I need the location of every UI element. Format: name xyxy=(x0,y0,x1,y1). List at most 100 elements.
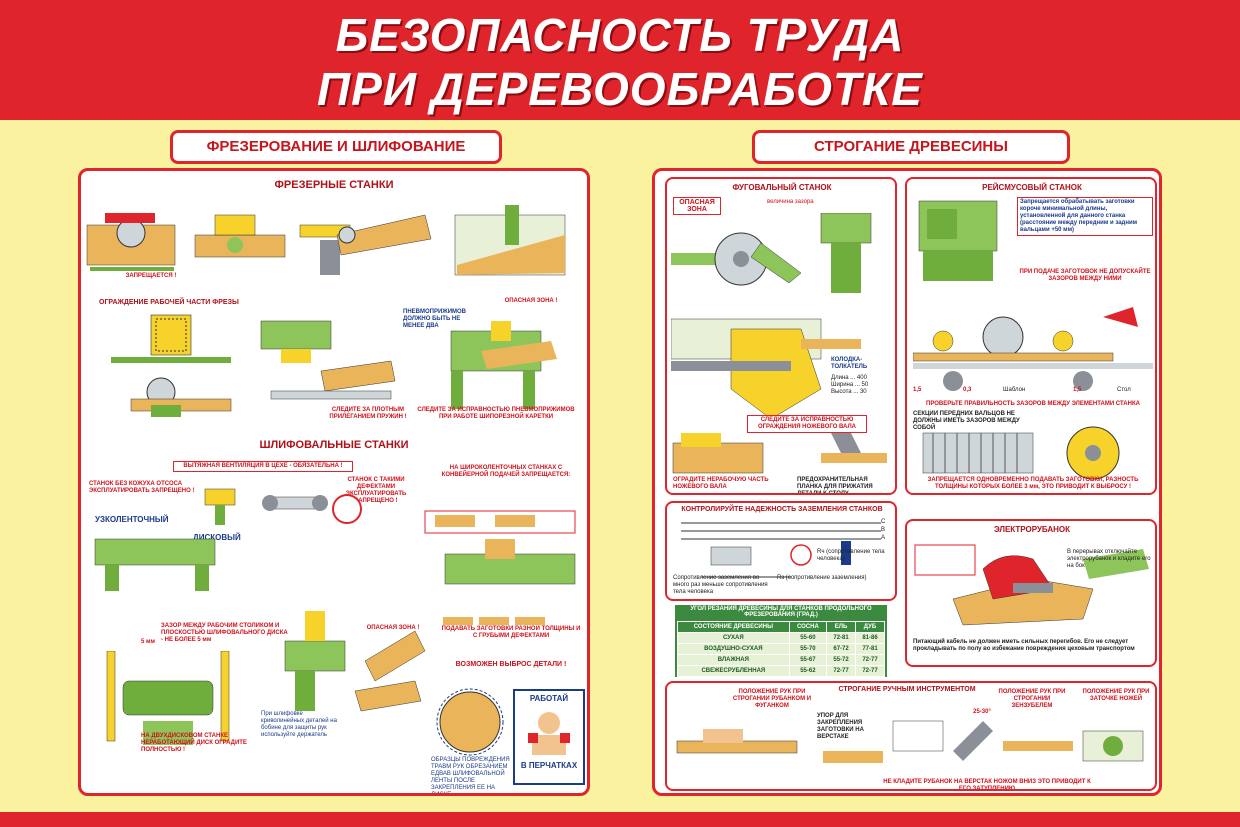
r-body-label: Rч (сопротивление тела человека) xyxy=(817,549,885,562)
hands-note-1: ПОЛОЖЕНИЕ РУК ПРИ СТРОГАНИИ РУБАНКОМ И Ф… xyxy=(732,689,812,709)
narrow-belt-label: УЗКОЛЕНТОЧНЫЙ xyxy=(95,515,169,524)
ventilation-note: ВЫТЯЖНАЯ ВЕНТИЛЯЦИЯ В ЦЕХЕ - ОБЯЗАТЕЛЬНА… xyxy=(173,461,353,472)
grounding-diagram xyxy=(681,522,881,578)
dim-2: 0,3 xyxy=(963,387,972,393)
pneumo-clamps-label: ПНЕВМОПРИЖИМОВ ДОЛЖНО БЫТЬ НЕ МЕНЕЕ ДВА xyxy=(403,309,467,329)
table-cell: СУХАЯ xyxy=(677,632,790,644)
table-cell: 55-72 xyxy=(826,654,857,666)
thicknesser-box: РЕЙСМУСОВЫЙ СТАНОК Запрещается обрабатыв… xyxy=(905,177,1157,495)
springs-note: СЛЕДИТЕ ЗА ПЛОТНЫМ ПРИЛЕГАНИЕМ ПРУЖИН ! xyxy=(329,407,407,420)
jointer-block-note: ПРЕДОХРАНИТЕЛЬНАЯ ПЛАНКА ДЛЯ ПРИЖАТИЯ ДЕ… xyxy=(797,477,873,495)
double-disc-grinder xyxy=(106,651,230,745)
page-title-line-1: БЕЗОПАСНОСТЬ ТРУДА xyxy=(335,9,905,61)
jointer-cutter-illustration xyxy=(671,213,872,293)
table-label: Стол xyxy=(1117,387,1131,393)
angle-label: 25-30° xyxy=(973,709,991,715)
stop-note: УПОР ДЛЯ ЗАКРЕПЛЕНИЯ ЗАГОТОВКИ НА ВЕРСТА… xyxy=(817,713,864,740)
pusher-dims: Длина ... 400 Ширина ... 50 Высота ... 3… xyxy=(831,375,895,396)
thicknesser-forbidden: Запрещается обрабатывать заготовки короч… xyxy=(1017,197,1153,236)
pusher-dim-row: Ширина ... 50 xyxy=(831,382,869,388)
grounding-heading: КОНТРОЛИРУЙТЕ НАДЕЖНОСТЬ ЗАЗЕМЛЕНИЯ СТАН… xyxy=(681,506,883,513)
milling-forbidden-note: ЗАПРЕЩАЕТСЯ ! xyxy=(125,273,177,279)
table-cell: 77-81 xyxy=(855,643,885,655)
jointer-guard-note: СЛЕДИТЕ ЗА ИСПРАВНОСТЬЮ ОГРАЖДЕНИЯ НОЖЕВ… xyxy=(747,415,867,433)
phase-a: А xyxy=(881,535,886,541)
table-cell: 72-77 xyxy=(855,665,885,677)
sections-note: СЕКЦИИ ПЕРЕДНИХ ВАЛЬЦОВ НЕ ДОЛЖНЫ ИМЕТЬ … xyxy=(913,411,1020,431)
injury-sample-disc xyxy=(436,688,504,756)
planing-panel: ФУГОВАЛЬНЫЙ СТАНОК ОПАСНАЯ ЗОНА величина… xyxy=(652,168,1162,796)
jointer-guard-illustration xyxy=(671,318,861,420)
page-title-line-2: ПРИ ДЕРЕВООБРАБОТКЕ xyxy=(317,63,923,115)
defects-note: СТАНОК С ТАКИМИ ДЕФЕКТАМИ ЭКСПЛУАТИРОВАТ… xyxy=(345,477,407,504)
gloves-title: РАБОТАЙ xyxy=(529,694,569,703)
roller-diagram xyxy=(913,307,1153,391)
injury-note: ОБРАЗЦЫ ПОВРЕЖДЕНИЯ ТРАВМ РУК ОБРЕЗАНИЕМ… xyxy=(431,757,510,796)
table-cell: 72-81 xyxy=(826,632,857,644)
sectional-rollers xyxy=(922,426,1120,480)
electroplane-box: ЭЛЕКТРОРУБАНОК В перерывах отключайте эл… xyxy=(905,519,1157,667)
milling-heading: ФРЕЗЕРНЫЕ СТАНКИ xyxy=(274,179,394,191)
bottom-stripe xyxy=(0,812,1240,827)
pusher-label: КОЛОДКА-ТОЛКАТЕЛЬ xyxy=(831,357,868,370)
thicknesser-machine xyxy=(918,200,998,281)
table-header: ЕЛЬ xyxy=(826,621,857,633)
gap-value-label: величина зазора xyxy=(767,199,814,205)
bobbin-grinder xyxy=(284,611,426,712)
section-label-planing: СТРОГАНИЕ ДРЕВЕСИНЫ xyxy=(752,130,1070,164)
table-cell: 55-62 xyxy=(788,665,828,677)
phase-b: В xyxy=(881,527,886,533)
pneumo-note: СЛЕДИТЕ ЗА ИСПРАВНОСТЬЮ ПНЕВМОПРИЖИМОВ П… xyxy=(417,407,575,420)
grounding-note: Сопротивление заземления во много раз ме… xyxy=(673,575,768,595)
hands-note-2: ПОЛОЖЕНИЕ РУК ПРИ СТРОГАНИИ ЗЕНЗУБЕЛЕМ xyxy=(998,689,1066,709)
pusher-dim-row: Высота ... 30 xyxy=(831,389,867,395)
gap-mm: 5 мм xyxy=(141,639,155,645)
table-cell: 72-77 xyxy=(826,665,857,677)
wide-belt-note: НА ШИРОКОЛЕНТОЧНЫХ СТАНКАХ С КОНВЕЙЕРНОЙ… xyxy=(441,465,571,478)
table-cell: СВЕЖЕСРУБЛЕННАЯ xyxy=(677,665,790,677)
angles-table: СОСТОЯНИЕ ДРЕВЕСИНЫ СОСНА ЕЛЬ ДУБ СУХАЯ … xyxy=(677,621,885,677)
electroplane-heading: ЭЛЕКТРОРУБАНОК xyxy=(993,525,1071,534)
no-guard-note: СТАНОК БЕЗ КОЖУХА ОТСОСА ЭКСПЛУАТИРОВАТЬ… xyxy=(89,481,195,494)
grinding-machines-row xyxy=(94,488,576,591)
hand-planing-heading: СТРОГАНИЕ РУЧНЫМ ИНСТРУМЕНТОМ xyxy=(838,686,976,693)
gloves-badge: РАБОТАЙ В ПЕРЧАТКАХ xyxy=(513,689,585,785)
jointer-heading: ФУГОВАЛЬНЫЙ СТАНОК xyxy=(732,183,832,192)
phase-c: С xyxy=(881,519,886,525)
table-cell: 55-67 xyxy=(788,654,828,666)
gloves-sub: В ПЕРЧАТКАХ xyxy=(520,761,578,770)
dim-3: 1,5 xyxy=(1073,387,1082,393)
check-gaps-note: ПРОВЕРЬТЕ ПРАВИЛЬНОСТЬ ЗАЗОРОВ МЕЖДУ ЭЛЕ… xyxy=(926,401,1140,407)
hand-planing-box: СТРОГАНИЕ РУЧНЫМ ИНСТРУМЕНТОМ ПОЛОЖЕНИЕ … xyxy=(665,681,1157,791)
table-row: СВЕЖЕСРУБЛЕННАЯ 55-62 72-77 72-77 xyxy=(677,665,885,677)
angles-table-title: УГОЛ РЕЗАНИЯ ДРЕВЕСИНЫ ДЛЯ СТАНКОВ ПРОДО… xyxy=(690,606,872,618)
gaps-note: ПРИ ПОДАЧЕ ЗАГОТОВОК НЕ ДОПУСКАЙТЕ ЗАЗОР… xyxy=(1019,269,1151,282)
worker-icon xyxy=(528,712,570,755)
feed-note: ПОДАВАТЬ ЗАГОТОВКИ РАЗНОЙ ТОЛЩИНЫ И С ГР… xyxy=(441,626,581,639)
milling-danger-zone: ОПАСНАЯ ЗОНА ! xyxy=(504,298,558,304)
wood-bars-illustration xyxy=(443,617,545,625)
disc-label: ДИСКОВЫЙ xyxy=(193,533,241,542)
grounding-box: КОНТРОЛИРУЙТЕ НАДЕЖНОСТЬ ЗАЗЕМЛЕНИЯ СТАН… xyxy=(665,501,897,601)
thicknesser-bottom-note: ЗАПРЕЩАЕТСЯ ОДНОВРЕМЕННО ПОДАВАТЬ ЗАГОТО… xyxy=(927,477,1139,490)
table-cell: 55-70 xyxy=(788,643,828,655)
spring-clamp-machine xyxy=(260,320,396,400)
milling-grinding-panel: ФРЕЗЕРНЫЕ СТАНКИ ЗАПРЕЩАЕТСЯ ! ОГРАЖДЕНИ… xyxy=(78,168,590,796)
table-header: СОСТОЯНИЕ ДРЕВЕСИНЫ xyxy=(677,621,790,633)
bottom-note: НЕ КЛАДИТЕ РУБАНОК НА ВЕРСТАК НОЖОМ ВНИЗ… xyxy=(883,779,1091,791)
milling-illustrations-row xyxy=(86,205,566,276)
jointer-cover-note: ОГРАДИТЕ НЕРАБОЧУЮ ЧАСТЬ НОЖЕВОГО ВАЛА xyxy=(673,477,769,490)
table-cell: ВОЗДУШНО-СУХАЯ xyxy=(677,643,790,655)
r-ground-label: Rз (сопротивление заземления) xyxy=(777,575,867,581)
electroplane-illustration xyxy=(914,544,1149,626)
jointer-bottom-illustrations xyxy=(672,433,887,474)
table-row: СУХАЯ 55-60 72-81 81-86 xyxy=(677,632,885,644)
table-header: СОСНА xyxy=(788,621,828,633)
cutter-guard-illustration xyxy=(111,314,232,417)
section-label-milling-grinding: ФРЕЗЕРОВАНИЕ И ШЛИФОВАНИЕ xyxy=(170,130,502,164)
table-row: ВЛАЖНАЯ 55-67 55-72 72-77 xyxy=(677,654,885,666)
thicknesser-heading: РЕЙСМУСОВЫЙ СТАНОК xyxy=(982,183,1082,192)
grinding-danger-zone: ОПАСНАЯ ЗОНА ! xyxy=(366,625,420,631)
gap-note: ЗАЗОР МЕЖДУ РАБОЧИМ СТОЛИКОМ И ПЛОСКОСТЬ… xyxy=(161,623,288,643)
table-cell: 72-77 xyxy=(855,654,885,666)
